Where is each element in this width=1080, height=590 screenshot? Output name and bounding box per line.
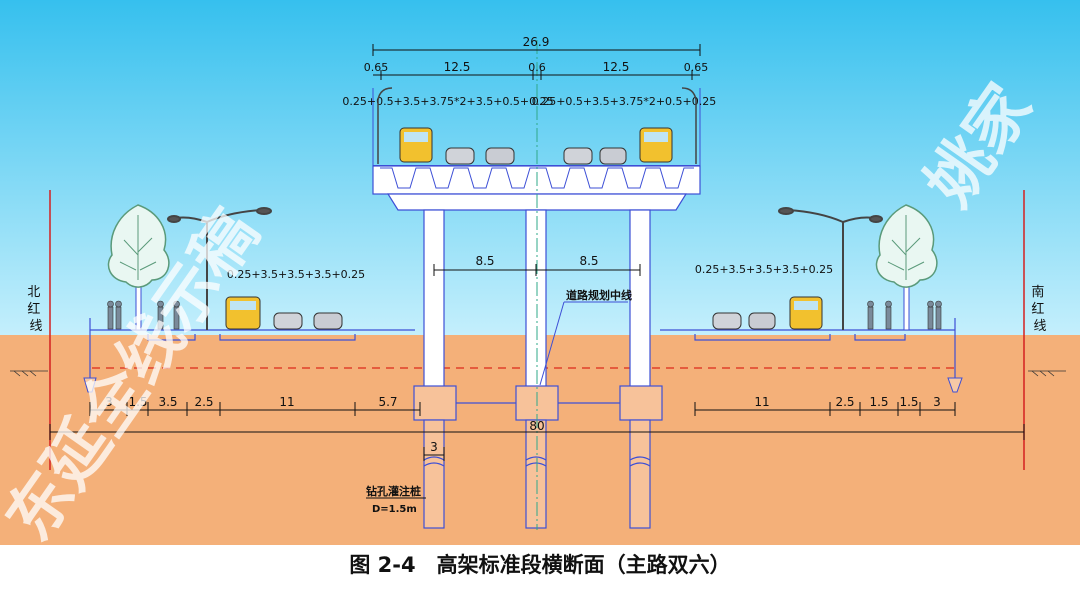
bored-piles bbox=[423, 419, 651, 529]
ground-dim-right: 1.5 bbox=[899, 395, 918, 409]
ground-dim-right: 2.5 bbox=[835, 395, 854, 409]
deck-part-label: 12.5 bbox=[444, 60, 471, 74]
drain-left bbox=[83, 377, 97, 393]
street-light-left bbox=[167, 207, 272, 330]
deck-lanes-right: 0.25+0.5+3.5+3.75*2+0.5+0.25 bbox=[532, 95, 717, 108]
north-label-char: 北 bbox=[27, 285, 40, 300]
ground-dim-left: 3.5 bbox=[158, 395, 177, 409]
ground-dim-left: 5.7 bbox=[378, 395, 397, 409]
caption-area bbox=[0, 545, 1080, 590]
ground-lanes-right-label: 0.25+3.5+3.5+3.5+0.25 bbox=[695, 263, 833, 276]
pile-spacing-label: 3 bbox=[430, 440, 438, 454]
tree-left bbox=[107, 204, 170, 331]
piers bbox=[423, 209, 651, 416]
pier-spacing-dimensions bbox=[433, 264, 641, 276]
total-width-label: 80 bbox=[529, 419, 544, 433]
deck-part-label: 12.5 bbox=[603, 60, 630, 74]
pier-spacing-left-label: 8.5 bbox=[475, 254, 494, 268]
ground-dim-right: 3 bbox=[933, 395, 941, 409]
south-label-char: 南 bbox=[1031, 284, 1044, 300]
ground-dim-left: 1.5 bbox=[128, 395, 147, 409]
ground-dimensions bbox=[49, 402, 1025, 461]
deck-dimensions bbox=[372, 44, 701, 80]
ground-dim-left: 2.5 bbox=[194, 395, 213, 409]
centerline-leader bbox=[539, 301, 565, 386]
ground-hatch bbox=[10, 370, 1066, 377]
south-red-line-label: 南 红 线 bbox=[1031, 284, 1048, 334]
pier-spacing-right-label: 8.5 bbox=[579, 254, 598, 268]
deck-part-label: 0.65 bbox=[364, 61, 389, 74]
ground-dim-right: 1.5 bbox=[869, 395, 888, 409]
ground-dim-right: 11 bbox=[754, 395, 769, 409]
deck-lanes-left: 0.25+0.5+3.5+3.75*2+3.5+0.5+0.25 bbox=[342, 95, 553, 108]
pile-diameter: D=1.5m bbox=[372, 504, 417, 515]
centerline-label: 道路规划中线 bbox=[566, 288, 632, 302]
north-red-line-label: 北 红 线 bbox=[27, 285, 44, 334]
pile-title: 钻孔灌注桩 bbox=[366, 484, 421, 498]
south-label-char: 线 bbox=[1033, 319, 1046, 334]
ground-lanes-left-label: 0.25+3.5+3.5+3.5+0.25 bbox=[227, 268, 365, 281]
deck-light-poles bbox=[377, 87, 697, 164]
tree-right bbox=[875, 204, 938, 331]
ground-dim-left: 11 bbox=[279, 395, 294, 409]
ground-vehicles bbox=[225, 296, 823, 330]
deck-part-label: 0.6 bbox=[528, 61, 546, 74]
overall-width-label: 26.9 bbox=[523, 35, 550, 49]
drain-right bbox=[947, 377, 963, 393]
figure-caption: 图 2-4 高架标准段横断面（主路双六） bbox=[349, 553, 730, 577]
pedestrians bbox=[107, 300, 942, 330]
ground-dim-left: 3 bbox=[105, 395, 113, 409]
north-label-char: 红 bbox=[27, 301, 40, 317]
north-label-char: 线 bbox=[29, 319, 42, 334]
ground-road-left bbox=[89, 318, 415, 378]
south-label-char: 红 bbox=[1031, 301, 1044, 317]
pile-caps bbox=[413, 385, 663, 421]
deck-part-label: 0.65 bbox=[684, 61, 709, 74]
street-light-right bbox=[778, 207, 883, 330]
deck-vehicles bbox=[399, 127, 673, 165]
